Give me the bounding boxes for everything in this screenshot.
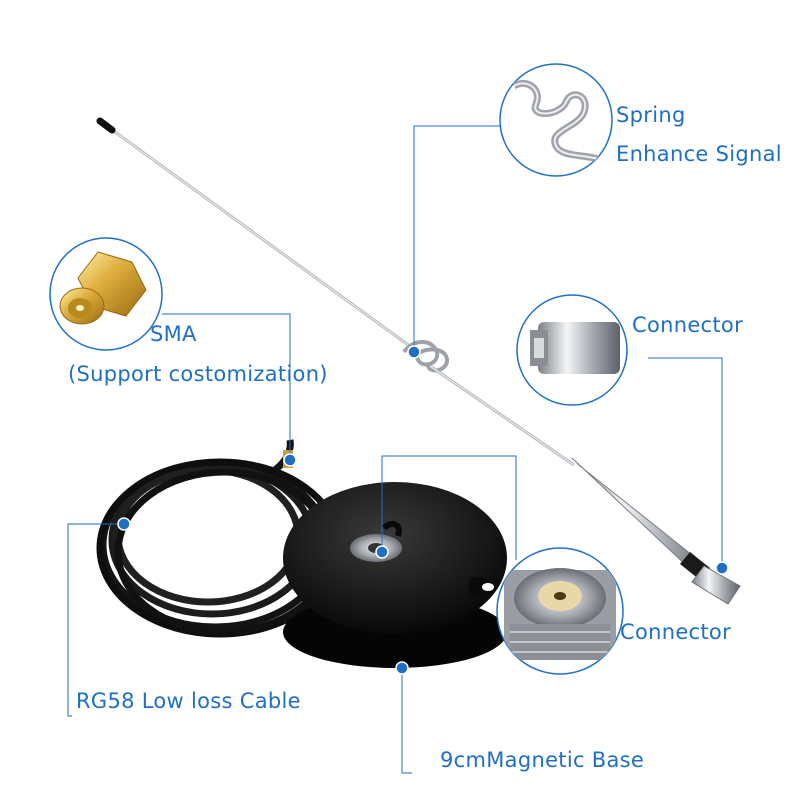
antenna-tip-cap: [96, 117, 116, 134]
inset-connector-bottom: [496, 547, 624, 675]
dot-connector-bottom: [375, 545, 389, 559]
label-sma-customization: (Support costomization): [68, 362, 328, 386]
callout-dots: [117, 345, 729, 675]
label-spring: Spring: [616, 103, 686, 127]
callout-lines: [67, 125, 723, 774]
label-connector-top: Connector: [632, 313, 744, 337]
inset-spring: [499, 63, 613, 177]
label-magnetic-base: 9cmMagnetic Base: [440, 748, 645, 772]
dot-connector-top: [715, 561, 729, 575]
dot-sma: [283, 453, 297, 467]
label-connector-bottom: Connector: [620, 620, 732, 644]
antenna-base-fitting: [691, 565, 741, 605]
label-sma: SMA: [150, 322, 197, 346]
magnetic-base: [283, 482, 507, 668]
label-cable: RG58 Low loss Cable: [76, 689, 301, 713]
base-mount-tab: [469, 576, 490, 598]
inset-connector-top: [516, 294, 628, 406]
dot-cable: [117, 517, 131, 531]
dot-base: [395, 661, 409, 675]
antenna-spring-coil: [402, 340, 450, 373]
antenna-whip: [96, 117, 741, 605]
inset-sma: [49, 237, 163, 351]
label-enhance-signal: Enhance Signal: [616, 142, 782, 166]
dot-spring: [407, 345, 421, 359]
